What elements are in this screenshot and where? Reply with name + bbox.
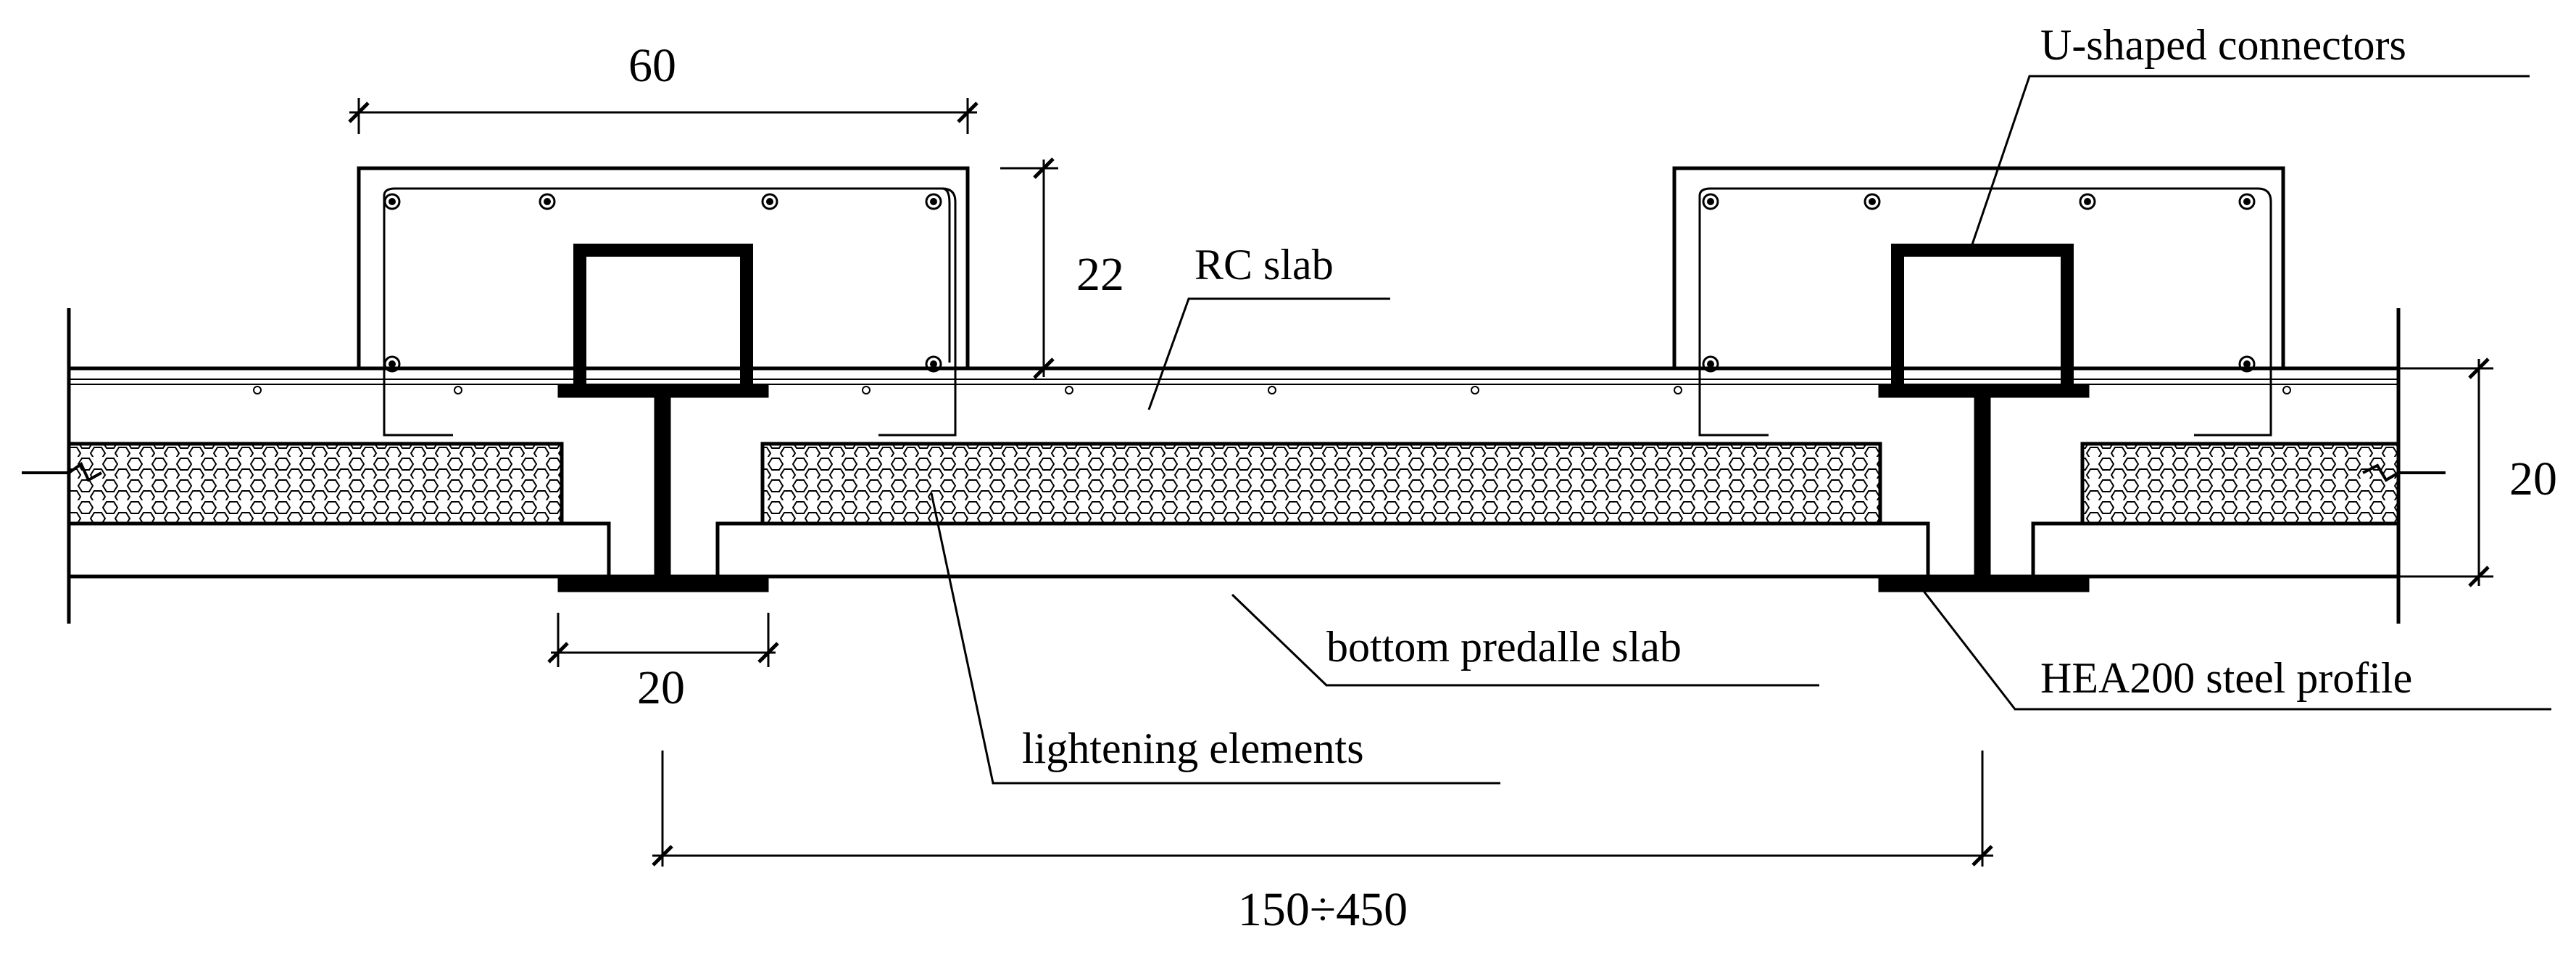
dim-flange-width: 20 — [637, 661, 685, 714]
dim-slab-depth: 20 — [2509, 452, 2557, 505]
dimension-lines — [348, 98, 2493, 867]
dim-span: 150÷450 — [1238, 883, 1408, 936]
leader-u-connectors — [1970, 75, 2530, 247]
label-bottom-predalle-slab: bottom predalle slab — [1326, 623, 1682, 671]
lightening-block-right — [2080, 442, 2401, 526]
u-connector-right — [1891, 244, 2074, 384]
steel-profile-left — [557, 384, 769, 592]
dim-top-width: 60 — [628, 39, 676, 92]
steel-profile-right — [1878, 384, 2090, 592]
bottom-predalle-slab — [69, 521, 2398, 579]
leader-lightening — [930, 492, 1500, 785]
leader-lines — [930, 75, 2551, 785]
label-lightening-elements: lightening elements — [1022, 724, 1364, 772]
lightening-block-center — [760, 442, 1882, 526]
upstand-beam-left — [357, 166, 970, 437]
dim-upstand-height: 22 — [1076, 248, 1124, 301]
upstand-beam-right — [1672, 166, 2285, 437]
leader-rc-slab — [1147, 297, 1390, 410]
leader-bottom-predalle — [1231, 593, 1819, 687]
label-rc-slab: RC slab — [1194, 241, 1334, 289]
label-hea200-steel-profile: HEA200 steel profile — [2040, 654, 2412, 702]
lightening-block-left — [67, 442, 564, 526]
label-u-shaped-connectors: U-shaped connectors — [2040, 21, 2406, 69]
lightening-elements — [67, 442, 2401, 526]
u-connector-left — [573, 244, 753, 384]
leader-hea200 — [1919, 587, 2551, 711]
